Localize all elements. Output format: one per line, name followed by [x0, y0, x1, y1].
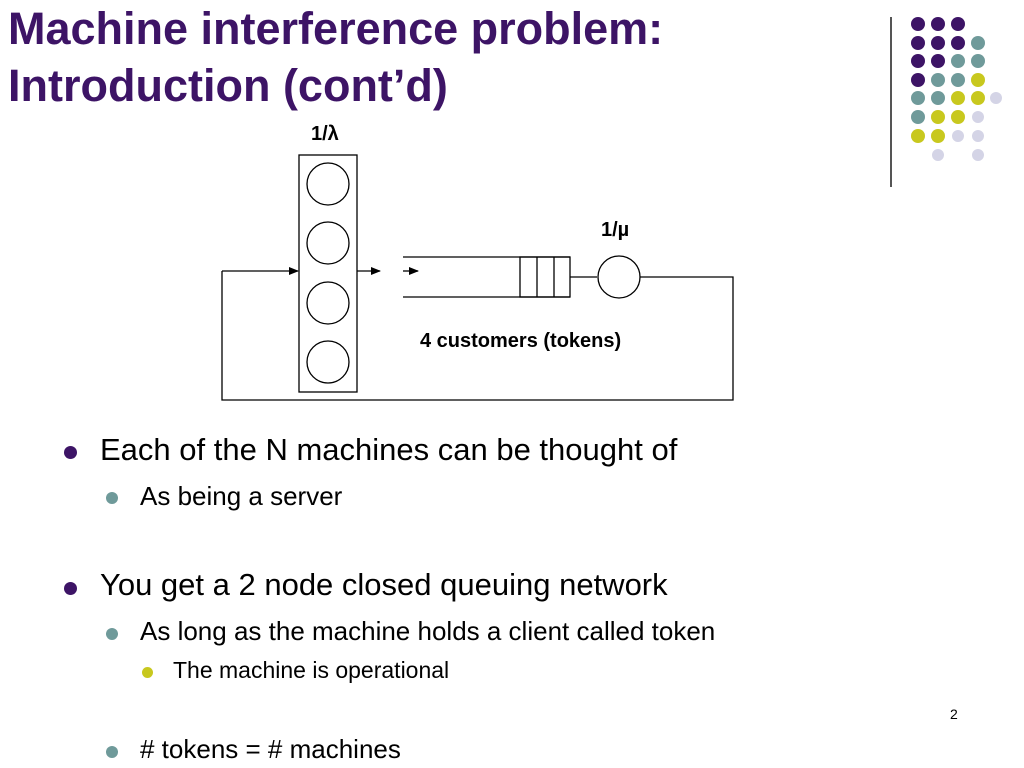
- slide-title: Machine interference problem: Introducti…: [8, 0, 663, 114]
- dot-row-2: [911, 36, 985, 50]
- machine-circle-2: [306, 221, 350, 265]
- sub-sub-bullet-item: The machine is operational: [173, 657, 450, 683]
- dot-row-7: [911, 129, 984, 143]
- bullet-marker: [64, 446, 77, 459]
- dot-row-5: [911, 91, 1002, 105]
- sub-bullet-item: As long as the machine holds a client ca…: [140, 616, 716, 646]
- machine-circle-1: [306, 162, 350, 206]
- page-number: 2: [950, 706, 958, 722]
- sub-bullet-marker: [106, 492, 118, 504]
- decorative-dot-grid: [911, 17, 1002, 161]
- customers-label: 4 customers (tokens): [420, 330, 622, 352]
- server-rate-label: 1/λ: [311, 123, 339, 145]
- bullet-marker: [64, 582, 77, 595]
- title-divider-line: [890, 17, 892, 187]
- return-loop-path: [221, 271, 734, 401]
- machine-circle-4: [306, 340, 350, 384]
- dot-row-6: [911, 110, 984, 124]
- bullet-item: You get a 2 node closed queuing network: [100, 567, 668, 602]
- slide-title-line-2: Introduction (cont’d): [8, 60, 448, 111]
- machine-circle-3: [306, 281, 350, 325]
- dot-row-3: [911, 54, 985, 68]
- server-bank-box: [298, 154, 358, 393]
- sub-sub-bullet-marker: [142, 667, 153, 678]
- queue-rate-label: 1/µ: [601, 219, 630, 241]
- bullet-item: Each of the N machines can be thought of: [100, 432, 678, 467]
- sub-bullet-marker: [106, 628, 118, 640]
- sub-bullet-item: As being a server: [140, 481, 343, 511]
- dot-row-4: [911, 73, 985, 87]
- slide-title-line-1: Machine interference problem:: [8, 3, 664, 54]
- sub-bullet-item: # tokens = # machines: [140, 734, 401, 764]
- dot-row-8: [932, 149, 984, 161]
- dot-row-1: [911, 17, 965, 31]
- sub-bullet-marker: [106, 746, 118, 758]
